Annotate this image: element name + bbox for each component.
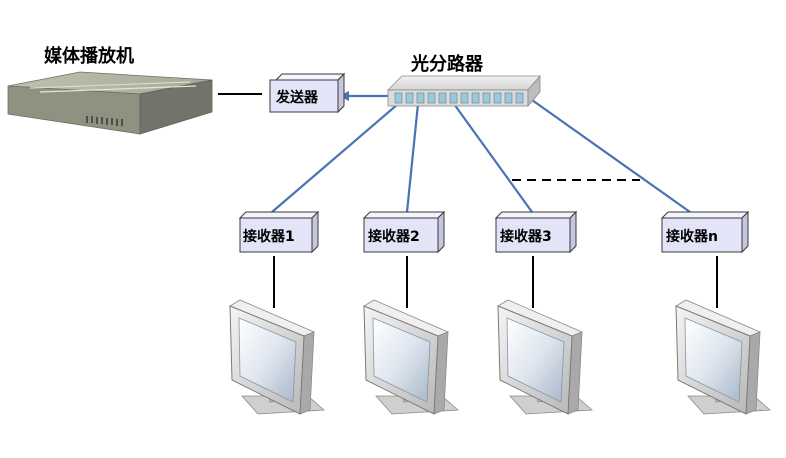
optical-splitter-icon (387, 74, 541, 108)
splitter-port (482, 92, 491, 104)
splitter-port (471, 92, 480, 104)
media-player-label: 媒体播放机 (44, 46, 134, 67)
monitor-icon-3 (497, 299, 593, 415)
splitter-port (460, 92, 469, 104)
fiber-line-2 (405, 103, 420, 213)
receiver-label-1: 接收器1 (243, 229, 295, 245)
transmitter-box (269, 72, 346, 114)
media-player-icon (7, 71, 213, 135)
fiber-line-1 (271, 103, 399, 213)
splitter-port (493, 92, 502, 104)
fiber-line-3 (453, 103, 533, 213)
splitter-port (416, 92, 425, 104)
receiver-box-2 (362, 210, 446, 254)
fiber-line-n (531, 99, 691, 213)
splitter-port (504, 92, 513, 104)
splitter-port (394, 92, 403, 104)
receiver-box-n (660, 210, 750, 254)
splitter-label: 光分路器 (411, 54, 483, 75)
monitor-icon-2 (363, 299, 459, 415)
receiver-label-2: 接收器2 (368, 229, 420, 245)
splitter-port (515, 92, 524, 104)
receiver-label-n: 接收器n (666, 229, 718, 245)
splitter-port (405, 92, 414, 104)
transmitter-label: 发送器 (276, 90, 318, 106)
splitter-port (438, 92, 447, 104)
receiver-box-3 (494, 210, 578, 254)
splitter-port (449, 92, 458, 104)
monitor-icon-n (675, 299, 771, 415)
receiver-label-3: 接收器3 (500, 229, 552, 245)
splitter-port (427, 92, 436, 104)
monitor-icon-1 (229, 299, 325, 415)
receiver-box-1 (238, 210, 320, 254)
